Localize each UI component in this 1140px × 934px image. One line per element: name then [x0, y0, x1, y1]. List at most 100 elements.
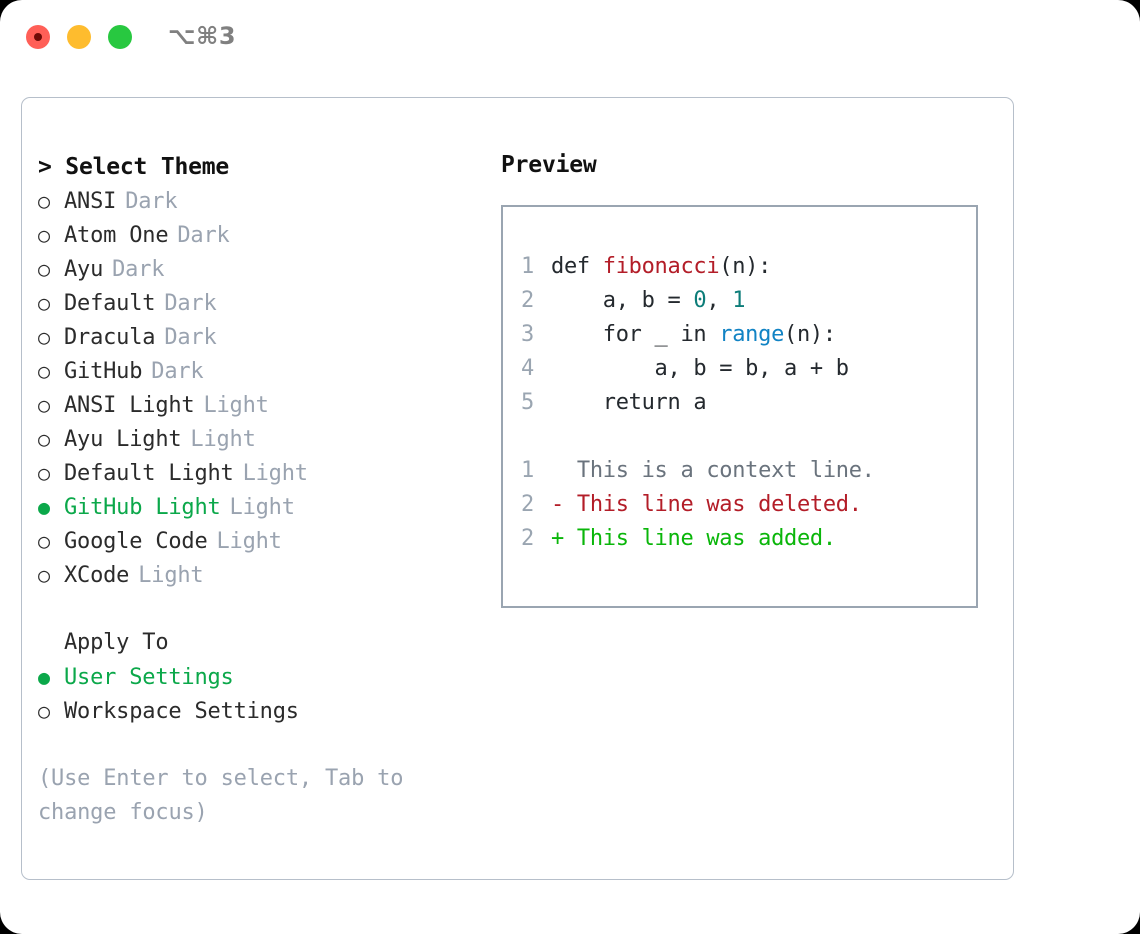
apply-to-heading: Apply To — [64, 630, 169, 655]
theme-option-atom-one[interactable]: ○ Atom One Dark — [38, 218, 478, 252]
close-button[interactable] — [26, 25, 50, 49]
zoom-button[interactable] — [108, 25, 132, 49]
theme-option-tag: Light — [229, 495, 295, 520]
theme-option-dracula[interactable]: ○ Dracula Dark — [38, 320, 478, 354]
theme-option-label: ANSI Light — [64, 393, 195, 418]
radio-unselected-icon: ○ — [38, 359, 50, 383]
line-number: 2 — [521, 288, 534, 313]
theme-option-tag: Dark — [164, 291, 217, 316]
code-line: 2 a, b = 0, 1 — [521, 284, 972, 318]
radio-unselected-icon: ○ — [38, 189, 50, 213]
line-number: 3 — [521, 322, 534, 347]
line-number: 1 — [521, 458, 534, 483]
theme-option-label: Ayu Light — [64, 427, 182, 452]
theme-option-label: Default — [64, 291, 156, 316]
radio-unselected-icon: ○ — [38, 461, 50, 485]
theme-option-tag: Dark — [125, 189, 178, 214]
code-token: range — [719, 322, 785, 347]
diff-line-text: - This line was deleted. — [551, 492, 862, 517]
code-token: 0 — [693, 288, 707, 313]
diff-sample: 1 This is a context line. 2 - This line wa… — [521, 454, 972, 556]
theme-option-label: GitHub — [64, 359, 143, 384]
diff-line-ctx: 1 This is a context line. — [521, 454, 972, 488]
keyboard-shortcut-label: ⌥⌘3 — [168, 22, 237, 50]
theme-option-label: Atom One — [64, 223, 169, 248]
diff-line-text: + This line was added. — [551, 526, 836, 551]
radio-unselected-icon: ○ — [38, 325, 50, 349]
diff-line-add: 2 + This line was added. — [521, 522, 972, 556]
apply-to-option-user-settings[interactable]: ●User Settings — [38, 660, 478, 694]
select-theme-header: > Select Theme — [38, 154, 230, 180]
line-number: 5 — [521, 390, 534, 415]
code-blank-line — [521, 420, 972, 454]
apply-to-option-label: User Settings — [64, 665, 234, 690]
code-line: 5 return a — [521, 386, 972, 420]
theme-option-label: GitHub Light — [64, 495, 221, 520]
theme-option-github-light[interactable]: ● GitHub Light Light — [38, 490, 478, 524]
preview-heading: Preview — [501, 152, 597, 178]
theme-option-tag: Dark — [112, 257, 165, 282]
line-number: 2 — [521, 526, 534, 551]
line-number: 4 — [521, 356, 534, 381]
theme-option-tag: Dark — [177, 223, 230, 248]
apply-to-option-list: ●User Settings ○ Workspace Settings — [38, 660, 478, 728]
radio-unselected-icon: ○ — [38, 427, 50, 451]
code-token: a, b = b, a + b — [551, 356, 850, 381]
radio-unselected-icon: ○ — [38, 223, 50, 247]
theme-option-label: Ayu — [64, 257, 104, 282]
radio-unselected-icon: ○ — [38, 699, 50, 723]
theme-option-tag: Light — [203, 393, 269, 418]
code-token: for _ in — [551, 322, 720, 347]
radio-selected-icon: ● — [38, 495, 50, 519]
minimize-button[interactable] — [67, 25, 91, 49]
theme-option-ayu[interactable]: ○ Ayu Dark — [38, 252, 478, 286]
code-token: 1 — [732, 288, 746, 313]
code-token: (n): — [784, 322, 836, 347]
radio-unselected-icon: ○ — [38, 529, 50, 553]
apply-to-option-label: Workspace Settings — [64, 699, 299, 724]
code-token: fibonacci — [602, 254, 720, 279]
traffic-lights — [26, 25, 132, 49]
radio-unselected-icon: ○ — [38, 563, 50, 587]
code-token: (n): — [719, 254, 772, 279]
theme-option-tag: Light — [242, 461, 308, 486]
code-line: 3 for _ in range(n): — [521, 318, 972, 352]
code-token: a, b = — [551, 288, 694, 313]
theme-option-tag: Dark — [151, 359, 204, 384]
code-token: return a — [551, 390, 707, 415]
theme-option-github[interactable]: ○ GitHub Dark — [38, 354, 478, 388]
theme-option-label: Google Code — [64, 529, 208, 554]
code-line: 4 a, b = b, a + b — [521, 352, 972, 386]
diff-line-del: 2 - This line was deleted. — [521, 488, 972, 522]
diff-line-text: This is a context line. — [551, 458, 875, 483]
theme-option-ansi-light[interactable]: ○ ANSI Light Light — [38, 388, 478, 422]
theme-option-tag: Dark — [164, 325, 217, 350]
line-number: 2 — [521, 492, 534, 517]
theme-option-label: Dracula — [64, 325, 156, 350]
spacer — [38, 592, 478, 626]
theme-option-default-light[interactable]: ○ Default Light Light — [38, 456, 478, 490]
apply-to-option-workspace-settings[interactable]: ○ Workspace Settings — [38, 694, 478, 728]
radio-unselected-icon: ○ — [38, 393, 50, 417]
theme-option-tag: Light — [190, 427, 256, 452]
code-token: , — [706, 288, 733, 313]
theme-option-ayu-light[interactable]: ○ Ayu Light Light — [38, 422, 478, 456]
theme-option-ansi[interactable]: ○ ANSI Dark — [38, 184, 478, 218]
theme-option-label: ANSI — [64, 189, 117, 214]
radio-unselected-icon: ○ — [38, 257, 50, 281]
line-number: 1 — [521, 254, 534, 279]
keyboard-hint-text: (Use Enter to select, Tab to change focu… — [38, 766, 404, 825]
theme-option-label: Default Light — [64, 461, 234, 486]
code-line: 1 def fibonacci(n): — [521, 250, 972, 284]
code-token: def — [551, 254, 603, 279]
